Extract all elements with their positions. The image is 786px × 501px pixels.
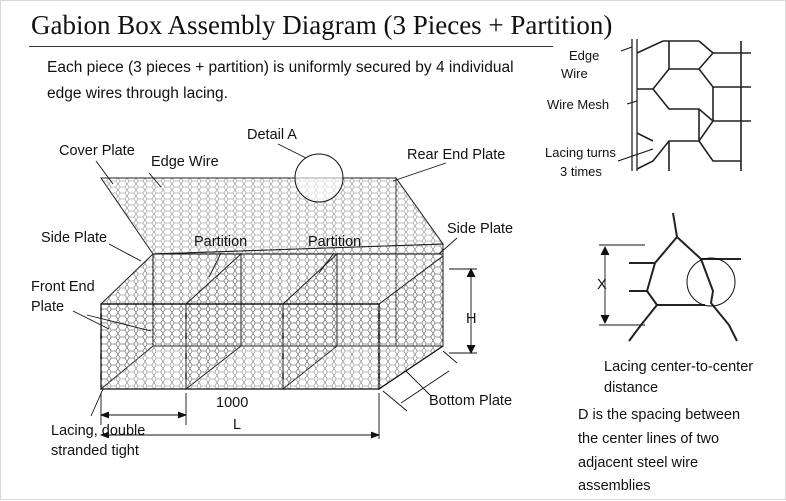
- detail-a-circle: [294, 153, 344, 203]
- label-width-1000: 1000: [216, 395, 249, 411]
- detail-a-enlarged: [617, 39, 751, 171]
- title-divider: [29, 46, 553, 47]
- label-front-end-plate-1: Front End: [31, 279, 95, 295]
- label-spacing-caption-1: Lacing center-to-center: [604, 359, 754, 375]
- label-partition-2: Partition: [308, 234, 362, 250]
- label-spacing-x: X: [597, 277, 607, 293]
- dimension-lines: [99, 267, 477, 439]
- label-detail-edge-1: Edge: [569, 48, 600, 63]
- label-detail-lacing-turns-1: Lacing turns: [545, 145, 616, 160]
- label-rear-end-plate: Rear End Plate: [407, 147, 506, 163]
- label-d-line-2: the center lines of two: [578, 431, 720, 447]
- label-detail-edge-2: Wire: [561, 66, 588, 81]
- label-d-line-1: D is the spacing between: [578, 407, 741, 423]
- label-cover-plate: Cover Plate: [59, 143, 135, 159]
- label-lacing-2: stranded tight: [51, 443, 139, 459]
- label-height: H: [466, 311, 477, 327]
- label-bottom-plate: Bottom Plate: [429, 393, 513, 409]
- label-partition-1: Partition: [194, 234, 248, 250]
- label-spacing-caption-2: distance: [604, 380, 659, 396]
- label-side-plate-right: Side Plate: [447, 221, 514, 237]
- label-detail-a: Detail A: [247, 127, 297, 143]
- label-front-end-plate-2: Plate: [31, 299, 65, 315]
- label-length: L: [233, 417, 242, 433]
- label-side-plate-left: Side Plate: [41, 230, 108, 246]
- gabion-box: [100, 153, 444, 391]
- label-d-line-3: adjacent steel wire: [578, 455, 699, 471]
- cover-plate: [100, 177, 444, 255]
- label-detail-lacing-turns-2: 3 times: [560, 164, 602, 179]
- label-edge-wire: Edge Wire: [151, 154, 219, 170]
- description-line-2: edge wires through lacing.: [47, 85, 228, 102]
- front-side-plate: [100, 303, 380, 390]
- leader-lines: [72, 143, 458, 417]
- label-lacing-1: Lacing, double: [51, 423, 146, 439]
- label-d-line-4: assemblies: [578, 478, 651, 494]
- page-title: Gabion Box Assembly Diagram (3 Pieces + …: [31, 10, 613, 40]
- lacing-spacing-detail: [599, 212, 741, 342]
- description-line-1: Each piece (3 pieces + partition) is uni…: [47, 59, 514, 76]
- label-detail-wire-mesh: Wire Mesh: [547, 97, 610, 112]
